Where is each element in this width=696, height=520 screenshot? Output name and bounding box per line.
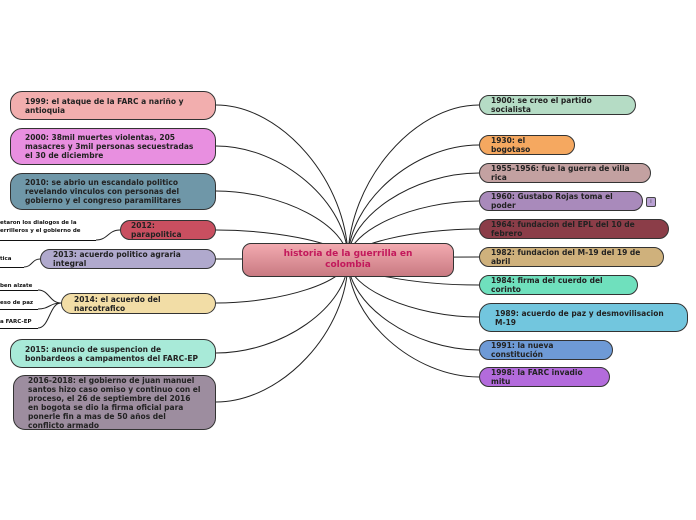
subtopic-text: eso de paz [0, 300, 34, 306]
connector-left-7 [215, 259, 349, 403]
node-1998-mitu-invasion[interactable]: 1998: la FARC invadio mitu [479, 367, 610, 387]
subtopic-text: errilleros y el gobierno de [0, 228, 81, 234]
node-1955-villa-rica-war[interactable]: 1955-1956: fue la guerra de villa rica [479, 163, 651, 183]
connector-left-0 [215, 104, 349, 261]
subtopic-underline [0, 240, 96, 241]
subtopic-text: tica [0, 256, 12, 262]
note-icon[interactable]: i [646, 197, 656, 207]
subtopic-underline [0, 328, 38, 329]
node-2016-2018-peace-signing[interactable]: 2016-2018: el gobierno de juan manuel sa… [13, 375, 216, 430]
node-1999-farc-attack[interactable]: 1999: el ataque de la FARC a nariño y an… [10, 91, 216, 120]
subtopic-underline [0, 267, 24, 268]
connector-left-1 [215, 145, 349, 261]
node-2013-agrarian-agreement[interactable]: 2013: acuerdo politico agraria integral [40, 249, 216, 269]
connector-sub-2 [37, 289, 62, 304]
node-1930-bogotaso[interactable]: 1930: el bogotaso [479, 135, 575, 155]
connector-sub-0 [95, 229, 121, 241]
node-2010-scandal[interactable]: 2010: se abrio un escandalo politico rev… [10, 173, 216, 210]
node-2015-bombing-suspension[interactable]: 2015: anuncio de suspencion de bonbardeo… [10, 339, 216, 368]
node-1991-constitution[interactable]: 1991: la nueva constitución [479, 340, 613, 360]
node-1984-corinto-agreement[interactable]: 1984: firma del cuerdo del corinto [479, 275, 638, 295]
connector-right-1 [347, 144, 480, 261]
node-1960-rojas-power[interactable]: 1960: Gustabo Rojas toma el poder [479, 191, 643, 211]
subtopic-text: etaron los dialogos de la [0, 220, 77, 226]
connector-sub-4 [37, 302, 62, 329]
node-1989-m19-peace[interactable]: 1989: acuerdo de paz y desmovilisacion M… [479, 303, 688, 332]
connector-right-0 [347, 104, 480, 261]
node-2000-violence[interactable]: 2000: 38mil muertes violentas, 205 masac… [10, 128, 216, 165]
connector-sub-1 [23, 258, 41, 268]
connector-right-9 [347, 259, 480, 378]
subtopic-text: ben alzate [0, 283, 33, 289]
node-1982-m19-founding[interactable]: 1982: fundacion del M-19 del 19 de abril [479, 247, 664, 267]
node-1964-epl-founding[interactable]: 1964: fundacion del EPL del 10 de febrer… [479, 219, 669, 239]
root-node[interactable]: historia de la guerrilla en colombia [242, 243, 454, 277]
node-1900-socialist-party[interactable]: 1900: se creo el partido socialista [479, 95, 636, 115]
subtopic-text: a FARC-EP [0, 319, 32, 325]
subtopic-underline [0, 290, 38, 291]
subtopic-underline [0, 309, 38, 310]
node-2012-parapolitica[interactable]: 2012: parapolitica [120, 220, 216, 240]
node-2014-narcotrafico[interactable]: 2014: el acuerdo del narcotrafico [61, 293, 216, 314]
